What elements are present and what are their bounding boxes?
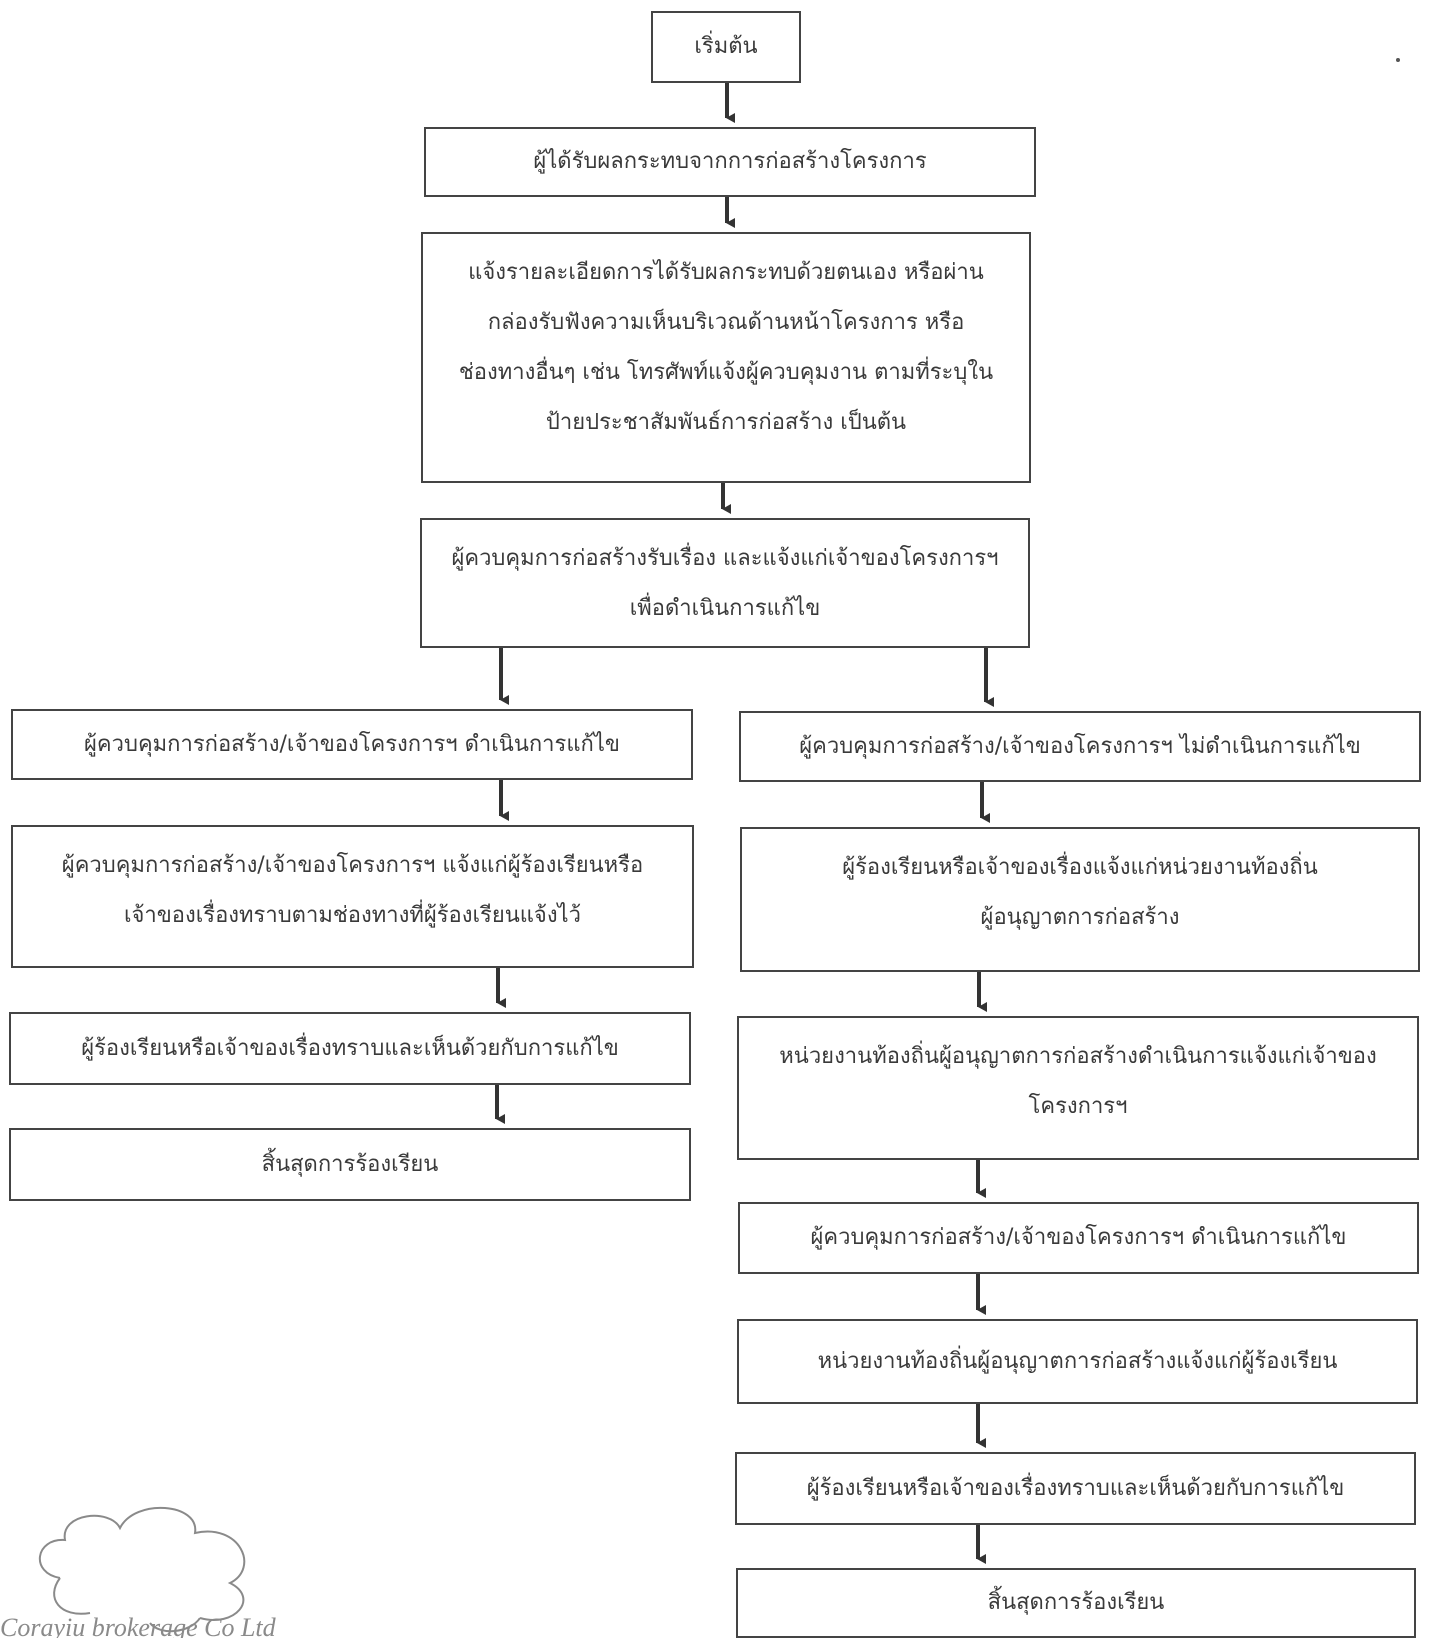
right-end-node: สิ้นสุดการร้องเรียน [736,1568,1416,1638]
left-end-node: สิ้นสุดการร้องเรียน [9,1128,691,1201]
receive-complaint-label: ผู้ควบคุมการก่อสร้างรับเรื่อง และแจ้งแก่… [451,546,999,621]
affected-party-label: ผู้ได้รับผลกระทบจากการก่อสร้างโครงการ [533,149,927,174]
right-step-1: ผู้ควบคุมการก่อสร้าง/เจ้าของโครงการฯ ไม่… [739,711,1421,782]
right-step-2-label: ผู้ร้องเรียนหรือเจ้าของเรื่องแจ้งแก่หน่ว… [842,855,1318,930]
report-details-node: แจ้งรายละเอียดการได้รับผลกระทบด้วยตนเอง … [421,232,1031,483]
right-step-5: หน่วยงานท้องถิ่นผู้อนุญาตการก่อสร้างแจ้ง… [737,1319,1418,1404]
right-end-label: สิ้นสุดการร้องเรียน [987,1590,1165,1615]
right-step-4: ผู้ควบคุมการก่อสร้าง/เจ้าของโครงการฯ ดำเ… [738,1202,1419,1274]
left-step-1: ผู้ควบคุมการก่อสร้าง/เจ้าของโครงการฯ ดำเ… [11,709,693,780]
left-step-1-label: ผู้ควบคุมการก่อสร้าง/เจ้าของโครงการฯ ดำเ… [84,731,620,757]
right-step-6: ผู้ร้องเรียนหรือเจ้าของเรื่องทราบและเห็น… [735,1452,1416,1525]
left-step-2-label: ผู้ควบคุมการก่อสร้าง/เจ้าของโครงการฯ แจ้… [61,853,644,928]
left-step-3: ผู้ร้องเรียนหรือเจ้าของเรื่องทราบและเห็น… [9,1012,691,1085]
left-step-3-label: ผู้ร้องเรียนหรือเจ้าของเรื่องทราบและเห็น… [81,1035,619,1061]
left-step-2: ผู้ควบคุมการก่อสร้าง/เจ้าของโครงการฯ แจ้… [11,825,694,968]
report-details-label: แจ้งรายละเอียดการได้รับผลกระทบด้วยตนเอง … [458,260,994,435]
right-step-4-label: ผู้ควบคุมการก่อสร้าง/เจ้าของโครงการฯ ดำเ… [810,1225,1347,1250]
start-node: เริ่มต้น [651,11,801,83]
affected-party-node: ผู้ได้รับผลกระทบจากการก่อสร้างโครงการ [424,127,1036,197]
company-signature-text: Corayiu brokerage Co Ltd [0,1613,277,1638]
right-step-5-label: หน่วยงานท้องถิ่นผู้อนุญาตการก่อสร้างแจ้ง… [817,1348,1338,1374]
left-end-label: สิ้นสุดการร้องเรียน [261,1151,439,1177]
right-step-2: ผู้ร้องเรียนหรือเจ้าของเรื่องแจ้งแก่หน่ว… [740,827,1420,972]
company-seal-signature-icon: Corayiu brokerage Co Ltd [0,1507,277,1638]
receive-complaint-node: ผู้ควบคุมการก่อสร้างรับเรื่อง และแจ้งแก่… [420,518,1030,648]
start-label: เริ่มต้น [694,34,758,59]
right-step-6-label: ผู้ร้องเรียนหรือเจ้าของเรื่องทราบและเห็น… [806,1475,1345,1501]
right-step-3: หน่วยงานท้องถิ่นผู้อนุญาตการก่อสร้างดำเน… [737,1016,1419,1160]
right-step-3-label: หน่วยงานท้องถิ่นผู้อนุญาตการก่อสร้างดำเน… [779,1044,1377,1119]
right-step-1-label: ผู้ควบคุมการก่อสร้าง/เจ้าของโครงการฯ ไม่… [799,733,1361,759]
